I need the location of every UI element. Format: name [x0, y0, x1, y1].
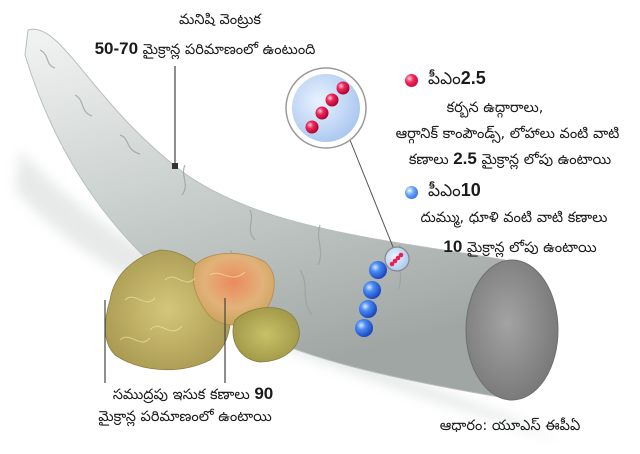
pm10-legend-dot-icon	[405, 186, 418, 199]
hair-leader-marker	[172, 163, 178, 169]
hair-size-value: 50-70	[94, 39, 139, 58]
hair-label: మనిషి వెంట్రుక	[120, 10, 320, 31]
sand-label-line1: సముద్రపు ఇసుక కణాలు 90	[112, 384, 274, 403]
sand-texture	[119, 271, 246, 343]
hair-size-text: మైక్రాన్ల పరిమాణంలో ఉంటుంది	[142, 42, 316, 58]
pm10-particle-chain	[355, 261, 387, 337]
source-credit: ఆధారం: యూఎస్ ఈపీఏ	[439, 418, 581, 434]
pm25-legend-dot-icon	[405, 74, 418, 87]
pm10-desc-line1: దుమ్ము, ధూళి వంటి వాటి కణాలు	[420, 210, 608, 226]
hair-cross-section	[465, 259, 559, 401]
hair-label-size: 50-70 మైక్రాన్ల పరిమాణంలో ఉంటుంది	[55, 38, 355, 61]
pm25-leader-line	[349, 139, 394, 248]
pm25-magnifier	[285, 67, 367, 149]
pm25-desc-line2: ఆర్గానిక్ కాంపౌండ్స్, లోహాలు వంటి వాటి	[395, 126, 620, 142]
pm25-desc-line1: కర్బన ఉద్గారాలు,	[446, 100, 544, 116]
pm25-desc-line3: కణాలు 2.5 మైక్రాన్ల లోపు ఉంటాయి	[408, 149, 612, 168]
sand-label-line2: మైక్రాన్ల పరిమాణంలో ఉంటాయి	[98, 409, 272, 425]
pm10-desc-line2: 10 మైక్రాన్ల లోపు ఉంటాయి	[443, 237, 597, 256]
pm25-title: పీఎం2.5	[428, 68, 486, 89]
pm25-small-lens	[384, 246, 410, 272]
pm10-title: పీఎం10	[428, 180, 481, 201]
hair-label-line1: మనిషి వెంట్రుక	[179, 12, 261, 28]
sand-particle-small	[232, 307, 300, 363]
